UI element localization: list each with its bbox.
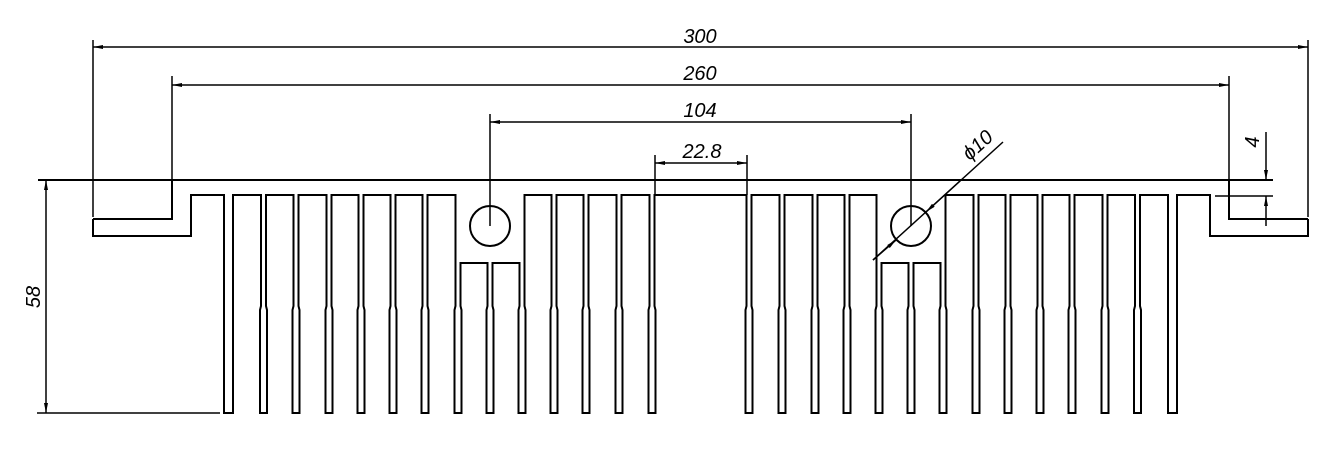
dim-text-diameter: ϕ10 bbox=[958, 126, 998, 165]
right-flange-top bbox=[1228, 180, 1308, 220]
dim-text-104: 104 bbox=[683, 100, 716, 122]
dim-text-58: 58 bbox=[23, 286, 45, 308]
heatsink-profile-outline bbox=[92, 194, 1309, 414]
dim-text-22-8: 22.8 bbox=[682, 141, 722, 163]
dim-text-300: 300 bbox=[683, 26, 716, 48]
diameter-arrow-a bbox=[872, 239, 897, 261]
dim-text-4: 4 bbox=[1242, 136, 1264, 147]
extension-lines bbox=[37, 40, 1309, 414]
left-flange-top bbox=[93, 180, 173, 220]
dim-text-260: 260 bbox=[682, 63, 716, 85]
diameter-arrow-b bbox=[925, 180, 961, 213]
